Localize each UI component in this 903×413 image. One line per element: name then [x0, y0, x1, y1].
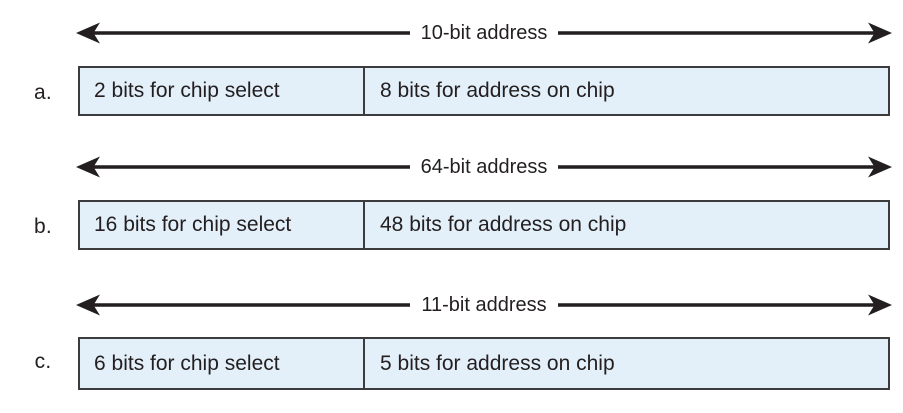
double-arrow-icon	[76, 156, 892, 178]
address-row-c: c. 11-bit address 6 bits for chip select…	[0, 270, 903, 400]
on-chip-address-field-c: 5 bits for address on chip	[380, 351, 615, 375]
double-arrow-icon	[76, 294, 892, 316]
row-label-a: a.	[34, 81, 52, 104]
chip-select-field-b: 16 bits for chip select	[80, 202, 365, 248]
address-box-a: 2 bits for chip select 8 bits for addres…	[78, 66, 890, 116]
chip-select-field-a: 2 bits for chip select	[80, 68, 365, 114]
span-arrow-b: 64-bit address	[74, 150, 894, 184]
address-row-b: b. 64-bit address 16 bits for chip selec…	[0, 134, 903, 264]
chip-select-field-c: 6 bits for chip select	[80, 339, 365, 388]
on-chip-address-field-a: 8 bits for address on chip	[380, 79, 615, 102]
row-label-b: b.	[34, 215, 52, 238]
address-box-b: 16 bits for chip select 48 bits for addr…	[78, 200, 890, 250]
address-row-a: a. 10-bit address 2 bits for chip select…	[0, 0, 903, 130]
double-arrow-icon	[76, 22, 892, 44]
on-chip-address-field-b: 48 bits for address on chip	[380, 213, 627, 236]
span-arrow-a: 10-bit address	[74, 16, 894, 50]
row-label-c: c.	[34, 350, 52, 373]
span-arrow-c: 11-bit address	[74, 288, 894, 322]
address-box-c: 6 bits for chip select 5 bits for addres…	[78, 337, 890, 390]
